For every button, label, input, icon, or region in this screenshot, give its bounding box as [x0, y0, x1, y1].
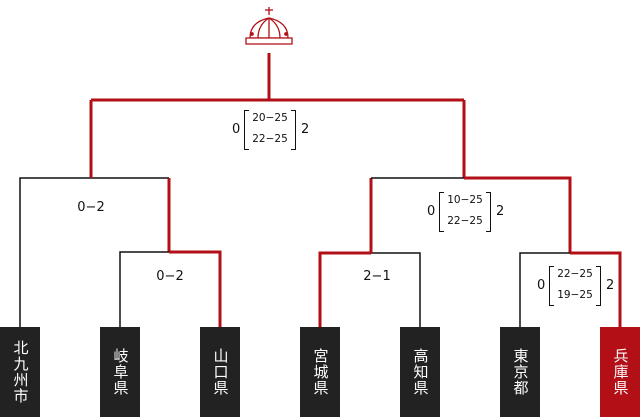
team-yamaguchi[interactable]: 山口県 [200, 327, 240, 417]
winner-path [464, 176, 572, 253]
bracket-left [244, 110, 249, 150]
bracket-right [486, 192, 491, 232]
bracket-line [519, 252, 570, 327]
team-miyagi[interactable]: 宮城県 [300, 327, 340, 417]
bracket-line [19, 177, 169, 327]
set-score: 22−25 [447, 215, 483, 227]
set-score: 19−25 [557, 289, 593, 301]
bracket-line [371, 252, 421, 327]
team-name: 兵庫県 [611, 348, 630, 396]
bracket-left [439, 192, 444, 232]
team-gifu[interactable]: 岐阜県 [100, 327, 140, 417]
team-name: 岐阜県 [111, 348, 130, 396]
team-kochi[interactable]: 高知県 [400, 327, 440, 417]
bracket-right [596, 266, 601, 306]
team-kitakyushu[interactable]: 北九州市 [0, 327, 40, 417]
set-score: 22−25 [252, 133, 288, 145]
team-name: 東京都 [511, 348, 530, 396]
bracket-left [549, 266, 554, 306]
set-score: 10−25 [447, 194, 483, 206]
score-left: 0 [427, 204, 436, 219]
score-final: 0 20−25 22−25 2 [232, 110, 310, 150]
set-score: 22−25 [557, 268, 593, 280]
score-miyagi-kochi: 2−1 [363, 269, 391, 284]
score-left: 0 [232, 122, 241, 137]
team-name: 山口県 [211, 348, 230, 396]
bracket-right [291, 110, 296, 150]
score-tokyo-hyogo: 0 22−25 19−25 2 [537, 266, 615, 306]
score-gifu-yamaguchi: 0−2 [156, 269, 184, 284]
score-left: 0 [537, 278, 546, 293]
score-miyagi-hyogo: 0 10−25 22−25 2 [427, 192, 505, 232]
team-name: 宮城県 [311, 348, 330, 396]
winner-path [570, 251, 622, 327]
crown-icon [245, 7, 293, 45]
score-right: 2 [496, 204, 505, 219]
score-right: 2 [606, 278, 615, 293]
team-hyogo[interactable]: 兵庫県 [600, 327, 640, 417]
winner-path [318, 251, 371, 327]
team-tokyo[interactable]: 東京都 [500, 327, 540, 417]
team-name: 高知県 [411, 348, 430, 396]
bracket-line [119, 251, 169, 327]
score-kitakyushu-yamaguchi: 0−2 [77, 200, 105, 215]
team-name: 北九州市 [11, 340, 30, 404]
set-score: 20−25 [252, 112, 288, 124]
winner-path [169, 250, 222, 327]
score-right: 2 [301, 122, 310, 137]
